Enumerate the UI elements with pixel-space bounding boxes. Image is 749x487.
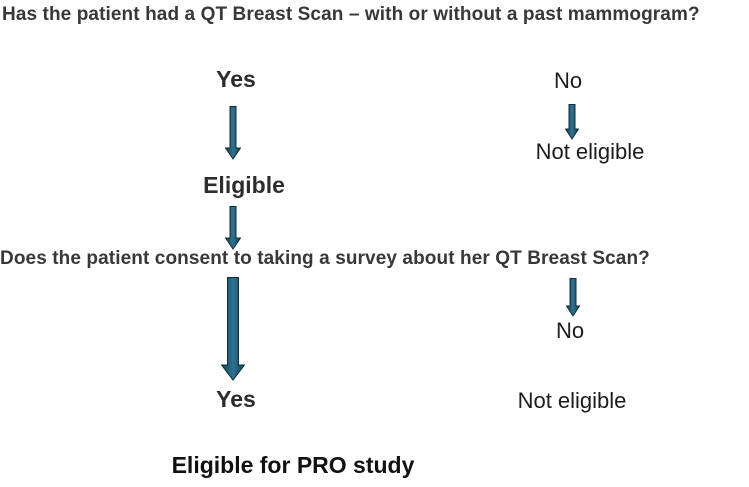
- final-outcome-pro-study: Eligible for PRO study: [171, 452, 415, 478]
- question-2: Does the patient consent to taking a sur…: [0, 248, 650, 269]
- question-1: Has the patient had a QT Breast Scan – w…: [2, 4, 700, 25]
- down-arrow-icon: [225, 206, 241, 250]
- right-outcome-not-eligible-2: Not eligible: [517, 388, 627, 413]
- left-outcome-eligible: Eligible: [203, 172, 285, 198]
- right-answer-no-2: No: [555, 318, 585, 343]
- down-arrow-icon: [566, 278, 580, 317]
- left-answer-yes-1: Yes: [216, 66, 256, 92]
- down-arrow-icon: [225, 106, 241, 160]
- right-outcome-not-eligible-1: Not eligible: [535, 139, 645, 164]
- right-answer-no-1: No: [553, 68, 583, 93]
- down-arrow-icon: [221, 277, 245, 381]
- down-arrow-icon: [565, 104, 579, 140]
- left-answer-yes-2: Yes: [216, 386, 256, 412]
